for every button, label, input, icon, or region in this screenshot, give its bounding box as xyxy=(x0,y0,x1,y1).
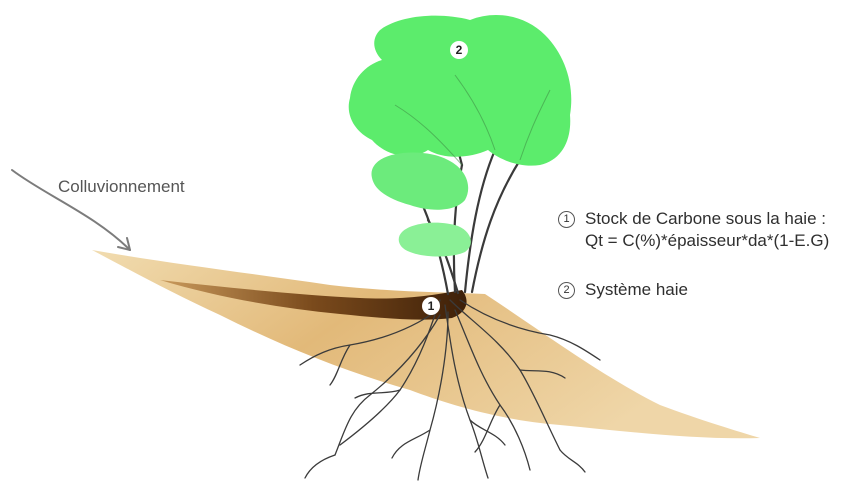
legend-number-1: 1 xyxy=(558,211,575,228)
canopy-middle xyxy=(371,153,468,210)
colluvionnement-label: Colluvionnement xyxy=(58,177,185,197)
legend-text-1: Stock de Carbone sous la haie : Qt = C(%… xyxy=(585,208,829,252)
legend-item-carbon-stock: 1 Stock de Carbone sous la haie : Qt = C… xyxy=(558,208,829,252)
marker-hedge-system: 2 xyxy=(450,41,468,59)
legend-item1-line1: Stock de Carbone sous la haie : xyxy=(585,208,829,230)
marker-carbon-stock: 1 xyxy=(422,297,440,315)
legend-item1-formula: Qt = C(%)*épaisseur*da*(1-E.G) xyxy=(585,230,829,252)
legend-number-2: 2 xyxy=(558,282,575,299)
legend-item-hedge-system: 2 Système haie xyxy=(558,279,688,301)
legend-text-2: Système haie xyxy=(585,279,688,301)
canopy-lower xyxy=(399,223,471,257)
canopy-main xyxy=(349,15,572,166)
